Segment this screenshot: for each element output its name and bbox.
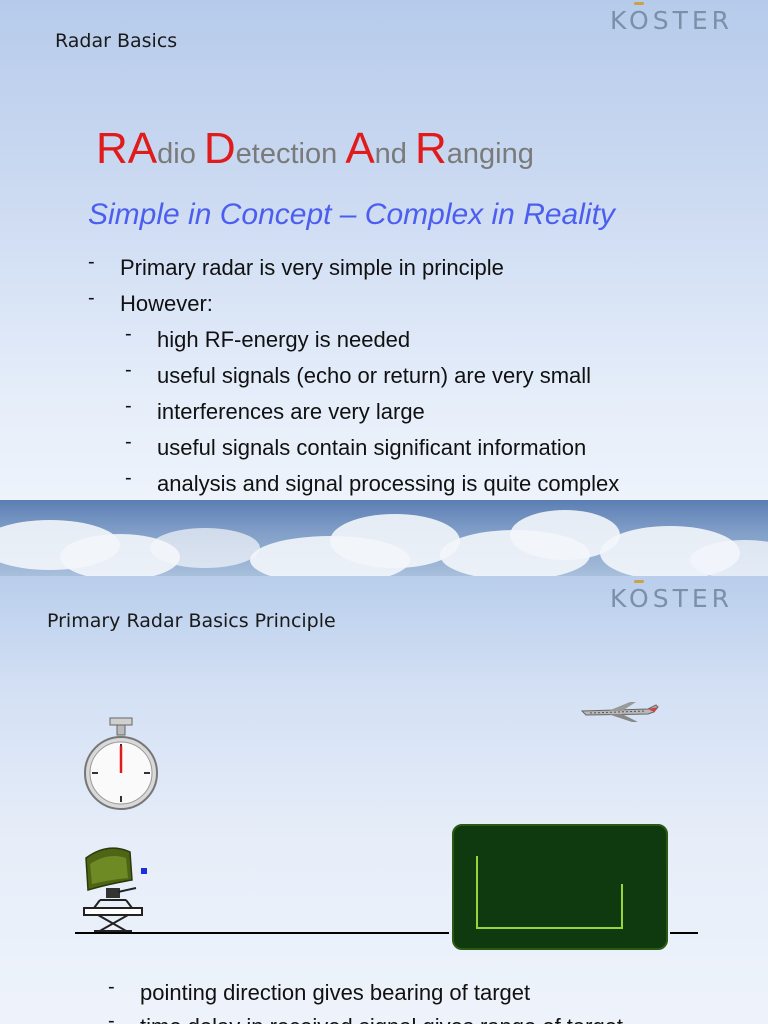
sub-bullet-text: useful signals (echo or return) are very… (157, 363, 592, 388)
acronym-capital: RA (96, 124, 158, 173)
logo-text: KOSTER (610, 6, 734, 35)
dash-icon: - (125, 395, 132, 417)
subtitle: Simple in Concept – Complex in Reality (88, 198, 615, 231)
bullet-text: However: (120, 291, 213, 316)
acronym-title: RAdio Detection And Ranging (96, 124, 534, 174)
radar-antenna-icon (83, 847, 147, 934)
logo-accent-icon (634, 2, 644, 5)
acronym-capital: A (345, 124, 375, 173)
echo-trace (476, 856, 623, 929)
acronym-word-rest: etection (235, 138, 346, 170)
slide-header: Radar Basics (55, 30, 178, 52)
koster-logo: KOSTER (610, 2, 734, 35)
slide-radar-basics: Radar Basics KOSTER RAdio Detection And … (0, 0, 768, 576)
acronym-word-rest: anging (446, 138, 534, 170)
dash-icon: - (125, 467, 132, 489)
slide-header: Primary Radar Basics Principle (47, 610, 336, 632)
bullet-text: pointing direction gives bearing of targ… (140, 980, 531, 1005)
airplane-icon (580, 702, 659, 722)
sub-bullet-text: high RF-energy is needed (157, 327, 411, 352)
logo-text: KOSTER (610, 584, 734, 613)
cloud-banner-image (0, 500, 768, 576)
dash-icon: - (88, 287, 95, 309)
bullet-text: Primary radar is very simple in principl… (120, 255, 504, 280)
dash-icon: - (125, 359, 132, 381)
slide-primary-radar-principle: KOSTER Primary Radar Basics Principle (0, 576, 768, 1024)
acronym-word-rest: dio (157, 138, 204, 170)
ground-line (670, 932, 698, 934)
ground-line (75, 932, 449, 934)
sub-bullet-text: analysis and signal processing is quite … (157, 471, 620, 496)
dash-icon: - (108, 976, 115, 998)
dash-icon: - (125, 323, 132, 345)
bullet-text: time delay in received signal gives rang… (140, 1014, 623, 1024)
acronym-capital: D (203, 124, 236, 173)
sub-bullet-text: interferences are very large (157, 399, 425, 424)
stopwatch-icon (84, 717, 158, 810)
dash-icon: - (125, 431, 132, 453)
sub-bullet-text: useful signals contain significant infor… (157, 435, 587, 460)
acronym-capital: R (415, 124, 447, 173)
oscilloscope-display (452, 824, 668, 950)
acronym-word-rest: nd (374, 138, 415, 170)
dash-icon: - (88, 251, 95, 273)
logo-accent-icon (634, 580, 644, 583)
koster-logo: KOSTER (610, 580, 734, 613)
dash-icon: - (108, 1010, 115, 1024)
